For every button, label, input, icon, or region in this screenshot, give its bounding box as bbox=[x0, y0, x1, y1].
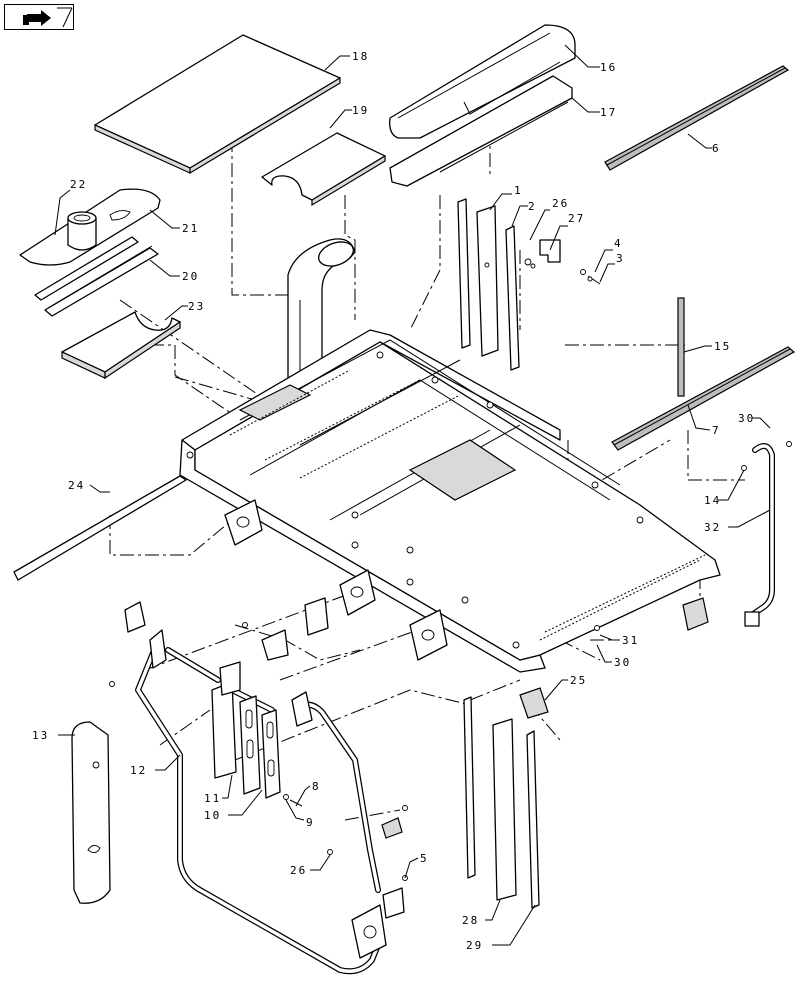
part-11-bracket bbox=[211, 661, 241, 779]
callout-26-lower: 26 bbox=[290, 864, 307, 877]
part-32-handrail bbox=[744, 443, 775, 627]
callout-14: 14 bbox=[704, 494, 721, 507]
callout-20: 20 bbox=[182, 270, 199, 283]
callout-13: 13 bbox=[32, 729, 49, 742]
callout-26-top: 26 bbox=[552, 197, 569, 210]
navigation-button[interactable] bbox=[4, 4, 74, 30]
callout-8: 8 bbox=[312, 780, 321, 793]
part-27-clip bbox=[539, 239, 561, 263]
part-29-strip bbox=[526, 730, 540, 909]
exhaust-stack bbox=[287, 238, 356, 401]
front-handrail bbox=[291, 691, 405, 959]
part-1-bracket bbox=[476, 205, 499, 357]
part-7-rail bbox=[611, 346, 796, 451]
part-10-bracket bbox=[239, 695, 281, 799]
part-22-muffler bbox=[67, 211, 97, 251]
part-6-rail bbox=[604, 65, 790, 171]
callout-29: 29 bbox=[466, 939, 483, 952]
part-16-top-cover bbox=[389, 24, 576, 139]
callout-labels: 18 19 16 17 6 22 21 20 23 1 2 26 27 4 3 … bbox=[32, 50, 755, 952]
callout-12: 12 bbox=[130, 764, 147, 777]
part-13-side-panel bbox=[71, 721, 111, 904]
callout-18: 18 bbox=[352, 50, 369, 63]
callout-16: 16 bbox=[600, 61, 617, 74]
callout-25: 25 bbox=[570, 674, 587, 687]
part-30-bolt-right bbox=[786, 441, 792, 447]
part-25-block bbox=[519, 597, 709, 719]
callout-31: 31 bbox=[622, 634, 639, 647]
part-2-strip bbox=[505, 225, 520, 371]
callout-30-right: 30 bbox=[738, 412, 755, 425]
small-plate bbox=[327, 805, 408, 881]
callout-27: 27 bbox=[568, 212, 585, 225]
callout-7: 7 bbox=[712, 424, 721, 437]
callout-10: 10 bbox=[204, 809, 221, 822]
callout-2: 2 bbox=[528, 200, 537, 213]
left-strip-bracket bbox=[457, 198, 471, 349]
callout-23: 23 bbox=[188, 300, 205, 313]
part-31-fastener bbox=[594, 625, 600, 631]
callout-3: 3 bbox=[616, 252, 625, 265]
callout-5: 5 bbox=[420, 852, 429, 865]
part-18-top-panel bbox=[94, 34, 341, 175]
part-23-cutout-panel bbox=[61, 311, 181, 380]
callout-30-lower: 30 bbox=[614, 656, 631, 669]
callout-19: 19 bbox=[352, 104, 369, 117]
callout-6: 6 bbox=[712, 142, 721, 155]
part-26-screw-top bbox=[524, 258, 536, 269]
part-12-handrail bbox=[135, 629, 383, 975]
callout-17: 17 bbox=[600, 106, 617, 119]
hinge-brackets bbox=[109, 597, 329, 687]
part-19-cutout-panel bbox=[261, 132, 386, 207]
part-24-strip bbox=[13, 475, 187, 581]
main-frame bbox=[179, 329, 721, 673]
callout-15: 15 bbox=[714, 340, 731, 353]
callout-32: 32 bbox=[704, 521, 721, 534]
callout-28: 28 bbox=[462, 914, 479, 927]
part-14-fastener bbox=[741, 465, 747, 471]
part-20-channels bbox=[34, 236, 159, 317]
callout-9: 9 bbox=[306, 816, 315, 829]
forward-arrow-icon bbox=[23, 7, 73, 28]
callout-21: 21 bbox=[182, 222, 199, 235]
part-3-4-fasteners bbox=[580, 269, 601, 285]
part-28-bracket bbox=[492, 718, 517, 901]
callout-4: 4 bbox=[614, 237, 623, 250]
callout-24: 24 bbox=[68, 479, 85, 492]
callout-1: 1 bbox=[514, 184, 523, 197]
callout-22: 22 bbox=[70, 178, 87, 191]
part-15-rail bbox=[677, 297, 685, 397]
lower-left-strip bbox=[463, 696, 476, 879]
part-8-9-bolts bbox=[283, 794, 303, 807]
leader-lines bbox=[54, 44, 771, 946]
callout-11: 11 bbox=[204, 792, 221, 805]
